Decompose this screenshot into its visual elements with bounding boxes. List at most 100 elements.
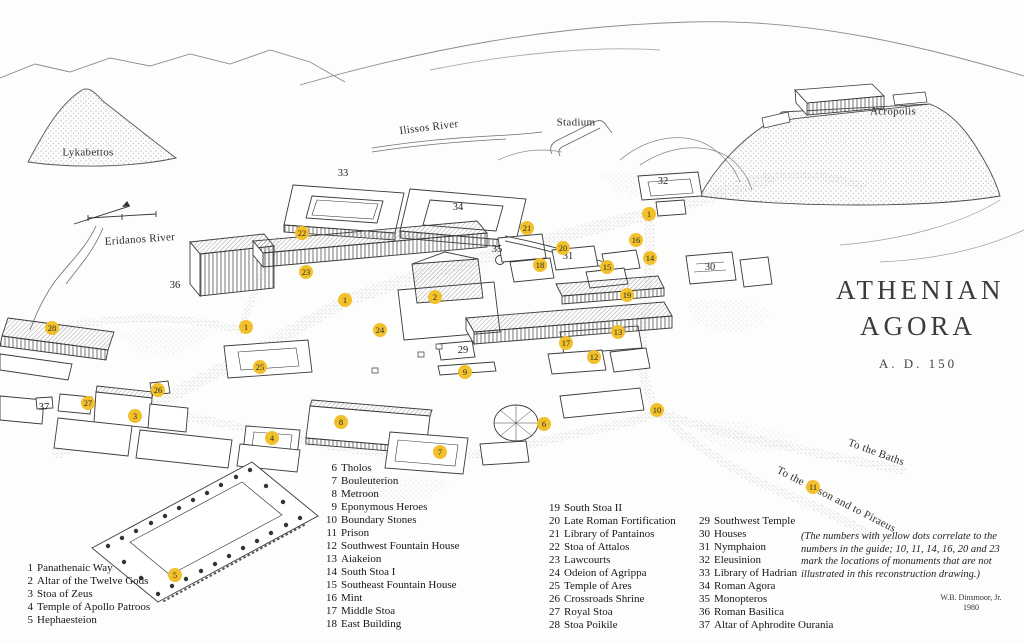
building-southwest-temple <box>437 340 476 361</box>
legend-item-number: 34 <box>699 580 710 592</box>
map-title-block: ATHENIAN AGORA A. D. 150 <box>836 272 1000 372</box>
legend-item-label: Hephaesteion <box>37 614 97 626</box>
legend-item-number: 5 <box>27 614 34 626</box>
legend-item-number: 17 <box>326 605 337 617</box>
legend-item: 12 Southwest Fountain House <box>322 540 460 553</box>
legend-item-number: 6 <box>331 462 338 474</box>
legend-item-number: 21 <box>549 528 560 540</box>
eridanos-river-line <box>29 225 97 331</box>
building-eleusinion <box>637 171 703 217</box>
scale-and-north-arrow <box>73 201 157 225</box>
legend-item-label: Aiakeion <box>341 553 382 565</box>
legend-item-number: 10 <box>326 514 337 526</box>
building-middle-stoa <box>465 301 673 346</box>
legend-item: 20 Late Roman Fortification <box>545 515 676 528</box>
buildings <box>0 171 773 603</box>
legend-item: 6 Tholos <box>322 462 460 475</box>
map-title-line1: ATHENIAN <box>836 275 1005 305</box>
legend-item-number: 11 <box>326 527 337 539</box>
legend-item: 35 Monopteros <box>695 593 833 606</box>
legend-item: 24 Odeion of Agrippa <box>545 567 676 580</box>
building-houses <box>685 251 773 288</box>
legend-item-number: 29 <box>699 515 710 527</box>
legend-item: 25 Temple of Ares <box>545 580 676 593</box>
legend-item-number: 4 <box>27 601 34 613</box>
legend-item: 22 Stoa of Attalos <box>545 541 676 554</box>
legend-item-label: Roman Basilica <box>714 606 784 618</box>
legend-item: 34 Roman Agora <box>695 580 833 593</box>
legend-item-label: Metroon <box>341 488 379 500</box>
building-eponymous-heroes <box>437 361 497 376</box>
legend-item-label: Stoa of Attalos <box>564 541 630 553</box>
mountain-skyline <box>0 21 1024 86</box>
building-tholos <box>493 404 539 442</box>
legend-item-number: 13 <box>326 553 337 565</box>
legend-item: 16 Mint <box>322 592 460 605</box>
legend-item: 8 Metroon <box>322 488 460 501</box>
map-title-line2: AGORA <box>859 311 976 341</box>
legend-item-label: South Stoa I <box>341 566 396 578</box>
legend-item-number: 26 <box>549 593 560 605</box>
statue-bases <box>371 343 443 374</box>
road-to-piraeus <box>653 407 879 543</box>
legend-item: 9 Eponymous Heroes <box>322 501 460 514</box>
legend-item: 33 Library of Hadrian <box>695 567 833 580</box>
legend-item-number: 1 <box>27 562 34 574</box>
legend-item-number: 27 <box>549 606 560 618</box>
legend-item-label: Roman Agora <box>714 580 776 592</box>
legend-item-label: Altar of the Twelve Gods <box>37 575 149 587</box>
credit-year: 1980 <box>963 603 979 612</box>
building-south-stoa-2 <box>555 275 665 305</box>
erechtheion <box>892 91 928 106</box>
legend-item: 14 South Stoa I <box>322 566 460 579</box>
legend-item-label: Southwest Fountain House <box>341 540 460 552</box>
legend-item-label: Eleusinion <box>714 554 762 566</box>
legend-item-label: Temple of Apollo Patroos <box>37 601 151 613</box>
building-south-of-tholos <box>479 387 645 466</box>
legend-item-number: 9 <box>331 501 338 513</box>
building-temple-of-ares <box>223 339 313 379</box>
legend-item: 17 Middle Stoa <box>322 605 460 618</box>
legend-item-number: 3 <box>27 588 34 600</box>
legend-column-2: 6 Tholos 7 Bouleuterion 8 Metroon 9 Epon… <box>322 462 460 631</box>
legend-item-label: Stoa Poikile <box>564 619 618 631</box>
legend-item: 23 Lawcourts <box>545 554 676 567</box>
legend-item-number: 23 <box>549 554 560 566</box>
legend-item-number: 8 <box>331 488 338 500</box>
legend-item-number: 7 <box>331 475 338 487</box>
legend-item: 32 Eleusinion <box>695 554 833 567</box>
legend-item-number: 22 <box>549 541 560 553</box>
legend-item-number: 20 <box>549 515 560 527</box>
legend-item-label: Monopteros <box>714 593 768 605</box>
legend-item: 1 Panathenaic Way <box>18 562 150 575</box>
legend-item-number: 36 <box>699 606 710 618</box>
legend-item-label: Houses <box>714 528 747 540</box>
legend-item-number: 31 <box>699 541 710 553</box>
building-hephaisteion <box>91 461 319 603</box>
legend-item-number: 37 <box>699 619 710 631</box>
legend-item-number: 24 <box>549 567 560 579</box>
propylaea <box>761 111 791 129</box>
legend-item-number: 14 <box>326 566 337 578</box>
legend-item-label: Boundary Stones <box>341 514 417 526</box>
legend-item-label: East Building <box>341 618 402 630</box>
legend-item: 10 Boundary Stones <box>322 514 460 527</box>
legend-item: 3 Stoa of Zeus <box>18 588 150 601</box>
legend-item-label: Lawcourts <box>564 554 611 566</box>
legend-item-label: Altar of Aphrodite Ourania <box>714 619 834 631</box>
legend-item: 7 Bouleuterion <box>322 475 460 488</box>
legend-item: 2 Altar of the Twelve Gods <box>18 575 150 588</box>
legend-item-label: Tholos <box>341 462 372 474</box>
legend-item-label: Library of Hadrian <box>714 567 798 579</box>
building-library-of-hadrian <box>283 184 405 241</box>
legend-item-number: 30 <box>699 528 710 540</box>
legend-item-number: 25 <box>549 580 560 592</box>
legend-item: 13 Aiakeion <box>322 553 460 566</box>
legend-item-label: Bouleuterion <box>341 475 399 487</box>
legend-item-label: Southwest Temple <box>714 515 796 527</box>
building-northwest-corner <box>0 395 54 425</box>
legend-column-3: 19 South Stoa II 20 Late Roman Fortifica… <box>545 502 676 632</box>
legend-item: 28 Stoa Poikile <box>545 619 676 632</box>
